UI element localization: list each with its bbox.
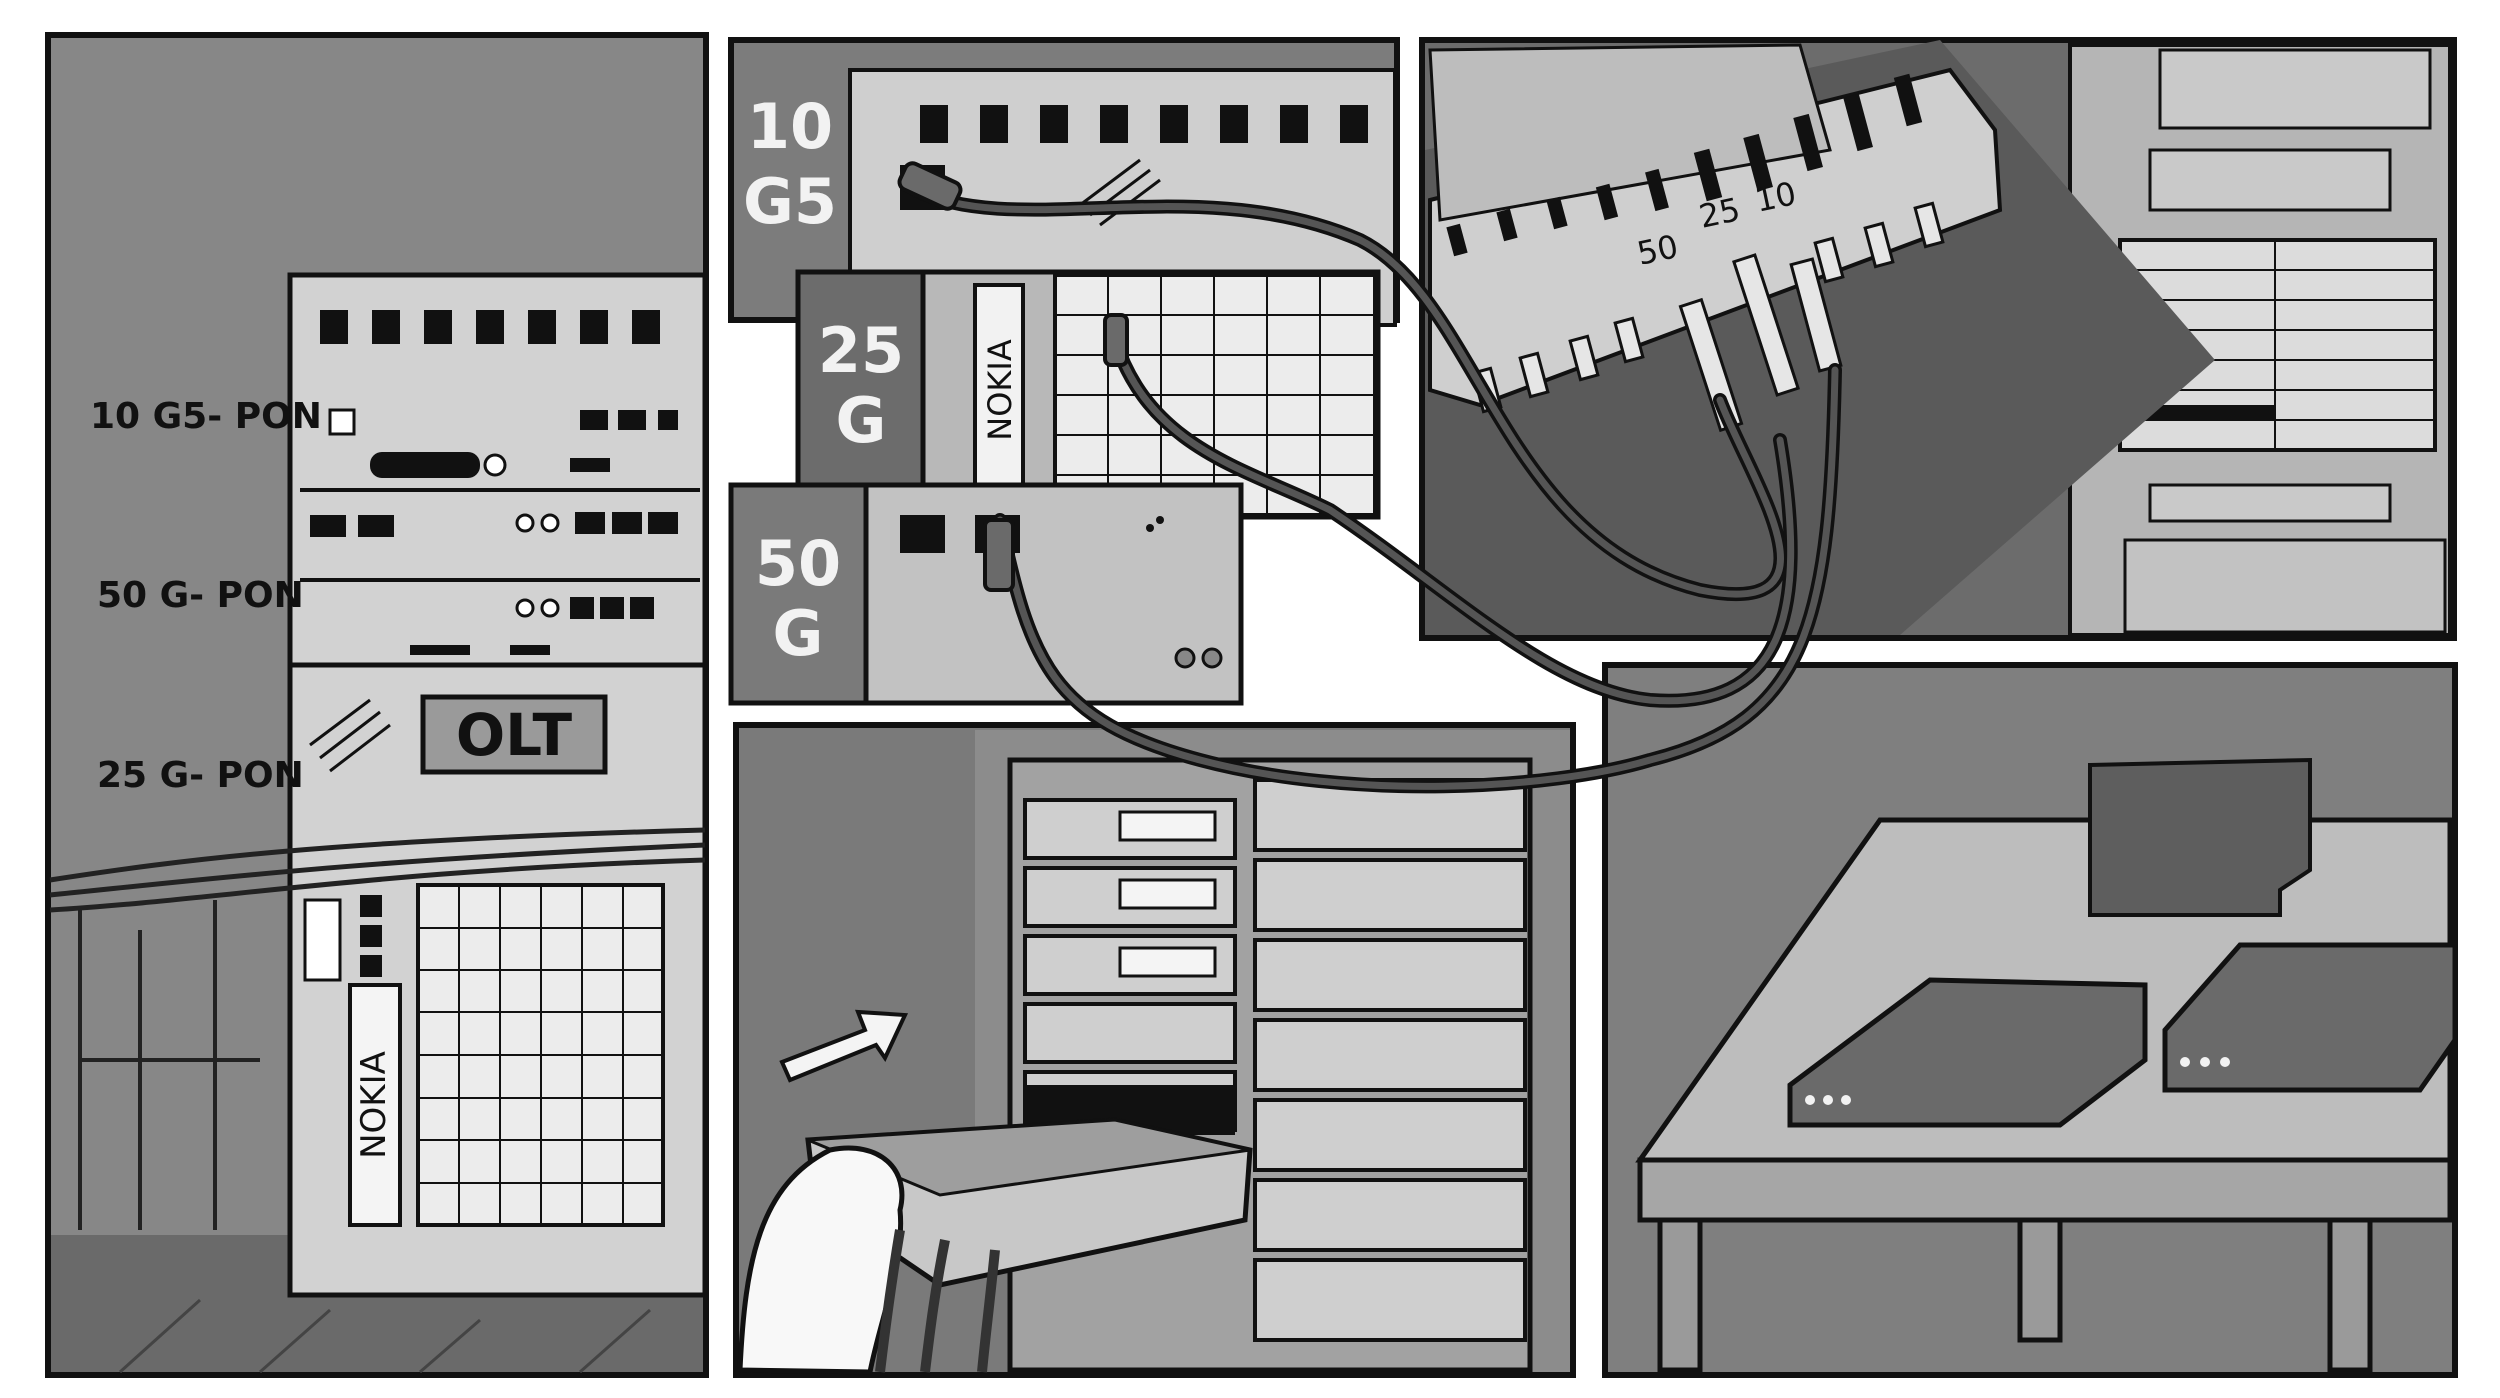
arrow-icon (779, 1009, 909, 1083)
port-mark-25: 25 (1696, 190, 1744, 236)
tag-10g5-line2: G5 (743, 165, 837, 238)
olt-label: OLT (456, 701, 573, 769)
tag-25g-line1: 25 (818, 314, 904, 387)
tag-50g-line2: G (773, 597, 824, 670)
label-10g-pon: 10 G5- PON (90, 396, 322, 437)
tag-50g-line1: 50 (755, 527, 841, 600)
port-mark-50: 50 (1634, 227, 1682, 273)
panel-port-closeup: 50 25 10 (1419, 37, 2457, 641)
label-50g-pon: 50 G- PON (97, 575, 304, 616)
panel-modules: 10 G5 25 G NOKIA 50 G (728, 37, 1400, 706)
port-mark-10: 10 (1752, 174, 1800, 220)
tag-25g-line2: G (836, 384, 887, 457)
label-25g-pon: 25 G- PON (97, 755, 304, 796)
tag-10g5-line1: 10 (747, 90, 833, 163)
brand-label-module: NOKIA (981, 339, 1019, 441)
panel-cabinet-slot (733, 722, 1576, 1378)
brand-label-rack: NOKIA (354, 1051, 394, 1159)
fiber-cable-icon (875, 1229, 1000, 1373)
panel-desk-devices (1602, 662, 2458, 1378)
panel-olt-rack: OLT N (45, 32, 709, 1378)
